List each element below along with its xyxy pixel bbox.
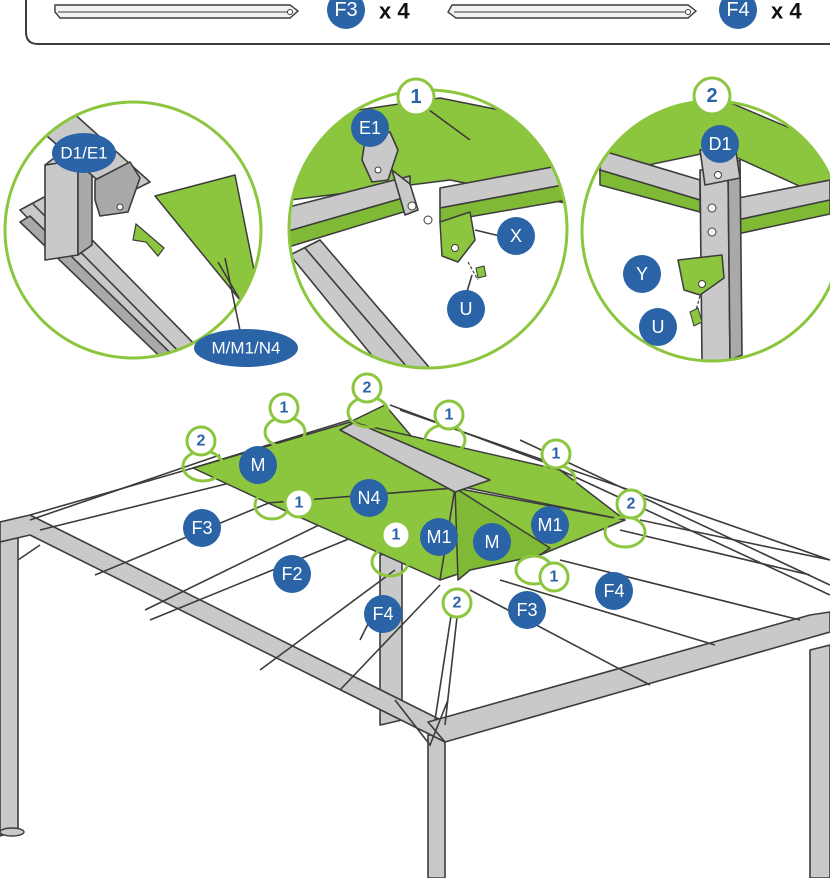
panel-n4-badge <box>350 479 388 517</box>
label-m-m1-n4-badge <box>194 329 298 367</box>
step-marker-b-label: 1 <box>280 400 289 417</box>
panel-f4-left: F4 <box>372 604 393 624</box>
step-marker-j-label: 1 <box>550 569 559 586</box>
step-marker-f-label: 2 <box>627 496 636 513</box>
label-e1: E1 <box>359 118 381 138</box>
panel-m1-left-badge <box>420 518 458 556</box>
panel-f3-right-badge <box>508 591 546 629</box>
panel-m-right-badge <box>473 523 511 561</box>
panel-f4-right: F4 <box>603 581 624 601</box>
label-u2-badge <box>639 308 677 346</box>
step-2-marker-detail <box>692 76 732 116</box>
step-marker-h <box>380 519 412 551</box>
gazebo-overview <box>0 404 830 878</box>
step-marker-a-label: 2 <box>197 433 206 450</box>
part-f4-illustration <box>447 4 698 19</box>
detail-left: D1/E1 M/M1/N4 <box>3 100 298 367</box>
label-d1: D1 <box>708 134 731 154</box>
label-d1-e1: D1/E1 <box>60 144 107 163</box>
panel-f3-right: F3 <box>516 600 537 620</box>
step-marker-e <box>540 438 572 470</box>
part-f3-badge <box>327 0 365 29</box>
step-1-marker-detail <box>396 77 436 117</box>
panel-m-left: M <box>251 455 266 475</box>
panel-m-right: M <box>485 532 500 552</box>
step-marker-f <box>615 488 647 520</box>
label-u-badge <box>447 290 485 328</box>
detail-middle: 1 E1 X U <box>287 77 569 370</box>
part-f4-quantity: x 4 <box>771 0 802 24</box>
step-marker-g <box>283 487 315 519</box>
step-2-label-detail: 2 <box>706 85 717 107</box>
part-f4-badge <box>719 0 757 29</box>
step-marker-d-label: 1 <box>445 407 454 424</box>
step-marker-a <box>185 425 217 457</box>
label-u2: U <box>652 317 665 337</box>
step-1-label-detail: 1 <box>410 86 421 108</box>
label-u: U <box>460 299 473 319</box>
panel-m-left-badge <box>239 446 277 484</box>
step-marker-b <box>268 392 300 424</box>
panel-f3-left-badge <box>183 509 221 547</box>
step-marker-e-label: 1 <box>552 446 561 463</box>
parts-box: F3 x 4 F4 x 4 <box>25 0 830 45</box>
step-marker-c <box>351 372 383 404</box>
label-x-badge <box>497 217 535 255</box>
step-marker-i-label: 2 <box>453 595 462 612</box>
part-f4-label: F4 <box>726 0 749 21</box>
label-d1-badge <box>701 125 739 163</box>
label-y-badge <box>623 255 661 293</box>
label-e1-badge <box>351 109 389 147</box>
panel-m1-right: M1 <box>537 515 562 535</box>
overview-panel-labels: M N4 F3 F2 M1 M M1 F4 F3 F4 <box>183 446 633 633</box>
step-marker-d <box>433 399 465 431</box>
panel-n4: N4 <box>357 488 380 508</box>
step-marker-c-label: 2 <box>363 380 372 397</box>
panel-f2-badge <box>273 555 311 593</box>
panel-f4-left-badge <box>364 595 402 633</box>
overview-step-markers: 2 1 2 1 1 2 1 1 2 1 <box>181 372 647 619</box>
step-marker-h-label: 1 <box>392 527 401 544</box>
part-f3-quantity: x 4 <box>379 0 410 24</box>
panel-m1-right-badge <box>531 506 569 544</box>
panel-f3-left: F3 <box>191 518 212 538</box>
label-d1-e1-badge <box>52 133 116 173</box>
panel-f4-right-badge <box>595 572 633 610</box>
label-x: X <box>510 226 522 246</box>
step-marker-i <box>441 587 473 619</box>
label-m-m1-n4: M/M1/N4 <box>212 339 281 358</box>
detail-right: 2 D1 Y U <box>580 76 830 363</box>
panel-m1-left: M1 <box>426 527 451 547</box>
panel-f2: F2 <box>281 564 302 584</box>
step-marker-j <box>538 561 570 593</box>
part-f3-label: F3 <box>334 0 357 21</box>
label-y: Y <box>636 264 648 284</box>
part-f3-illustration <box>54 4 300 19</box>
step-marker-g-label: 1 <box>295 495 304 512</box>
